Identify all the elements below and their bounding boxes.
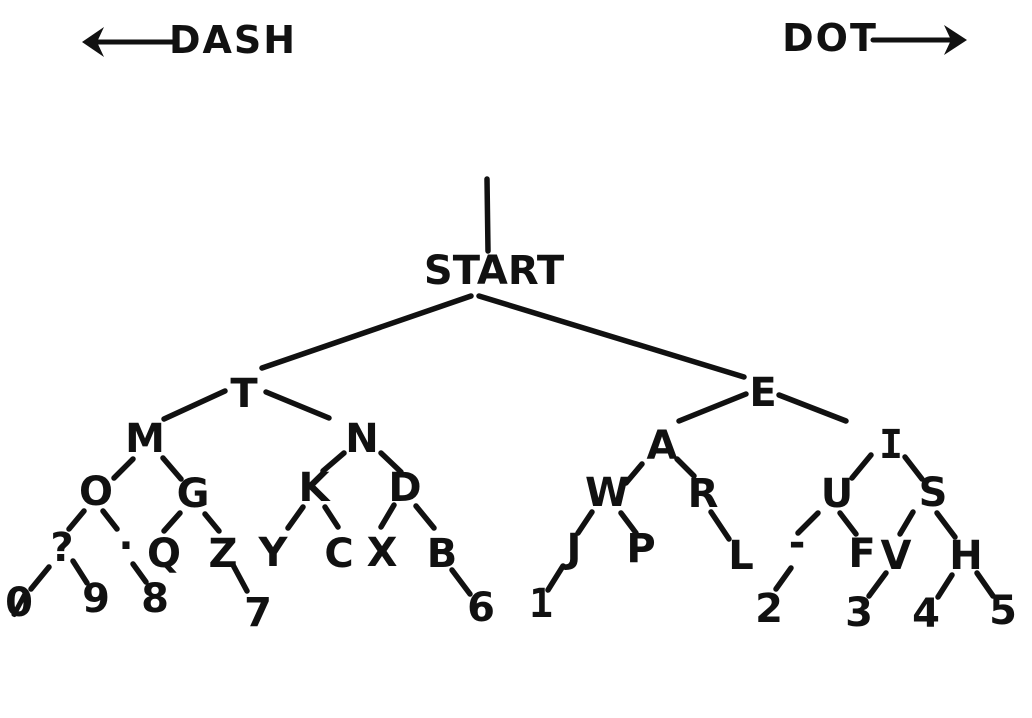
edge-i-s [902,454,925,482]
edge-stem [484,176,491,254]
edge-o-dot [100,508,120,532]
node-x: X [366,530,398,576]
edge-u-dash [795,510,821,536]
node-p: P [626,526,656,572]
edge-question-9 [70,558,90,586]
edge-dot-8 [130,561,149,585]
edge-j-1 [545,563,566,593]
edge-w-p [618,510,639,536]
dash-arrow-head [82,27,104,57]
dot-arrow-icon [870,25,967,55]
edge-t-n [263,389,332,421]
node-r: R [687,471,719,517]
edge-r-l [708,509,732,542]
edge-t-m [161,388,228,422]
node-8: 8 [141,576,169,622]
node-6: 6 [467,585,495,631]
edge-m-g [160,455,184,482]
node-g: G [176,471,210,517]
edge-n-d [378,450,404,475]
node-2: 2 [755,586,783,632]
edge-m-o [111,456,136,481]
edge-g-z [202,511,222,534]
edge-e-a [676,391,749,424]
edge-i-u [849,452,874,481]
node-t: T [230,371,258,417]
edge-h-5 [974,570,996,599]
legend-dash-label: DASH [168,18,298,62]
node-q: Q [146,531,182,577]
node-0: 0 [5,580,33,626]
dash-arrow-icon [82,27,176,57]
edge-a-r [674,456,697,479]
node-j: J [566,526,582,572]
edge-h-4 [935,572,955,600]
node-z: Z [208,531,238,577]
edge-start-e [476,293,747,380]
edge-s-v [897,509,916,537]
node-n: N [345,416,379,462]
node-v: V [880,533,912,579]
node-i: I [878,422,904,468]
edge-question-0 [28,564,52,592]
edge-z-7 [230,562,250,594]
node-o: O [78,469,114,515]
node-9: 9 [82,576,110,622]
node-1: 1 [528,581,554,627]
edge-b-6 [449,567,473,597]
node-k: K [298,465,330,511]
edge-g-q [161,510,183,534]
node-4: 4 [912,591,940,637]
node-5: 5 [989,588,1017,634]
node-a: A [646,423,678,469]
edge-a-w [623,461,645,486]
edge-dash-2 [773,565,794,592]
node-w: W [584,470,630,516]
node-c: C [324,531,354,577]
node-dot-sign: · [118,523,134,569]
node-d: D [388,465,422,511]
legend-dot-label: DOT [782,16,878,60]
node-start: START [423,248,565,294]
edge-d-x [378,502,397,530]
node-7: 7 [244,590,272,636]
edge-start-t [259,293,474,371]
edge-o-question [66,508,87,532]
node-dash-sign: - [788,520,806,566]
edge-w-j [575,509,595,536]
node-m: M [125,416,165,462]
node-b: B [426,531,458,577]
node-f: F [848,531,876,577]
node-3: 3 [845,590,873,636]
node-h: H [949,533,983,579]
node-s: S [918,470,948,516]
edge-k-y [285,504,306,531]
node-question-sign: ? [50,525,74,571]
edge-u-f [837,510,859,537]
node-u: U [820,471,854,517]
node-l: L [728,533,754,579]
node-y: Y [258,530,288,576]
edge-d-b [413,503,437,531]
edge-e-i [776,392,849,424]
node-e: E [749,370,777,416]
edge-k-c [322,504,341,530]
edge-v-3 [866,570,889,599]
edge-n-k [320,450,347,474]
dot-arrow-head [944,25,967,55]
edge-s-h [934,510,958,540]
